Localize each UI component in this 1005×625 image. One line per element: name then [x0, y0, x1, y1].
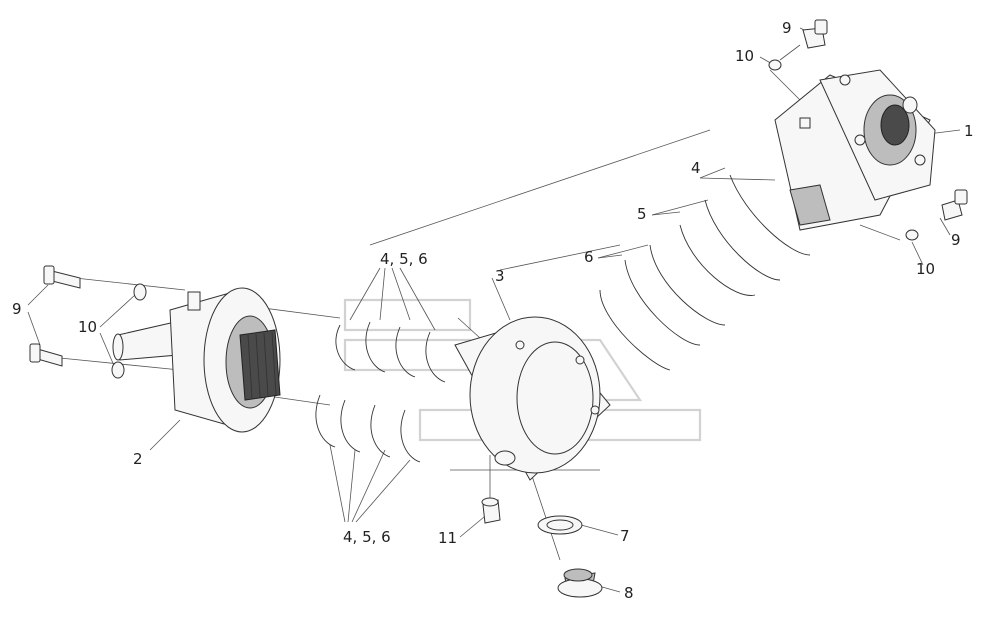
callout-10-top: 10: [735, 47, 754, 65]
callout-11: 11: [438, 529, 457, 547]
callout-9-right: 9: [951, 231, 961, 249]
callout-2: 2: [133, 450, 143, 468]
right-gear-housing: [774, 69, 936, 231]
callout-7: 7: [620, 527, 630, 545]
callout-labels: 1 2 3 4 5 6 4, 5, 6 4, 5, 6 7 8 9 9 9 10…: [12, 19, 974, 602]
left-shim-stack: [315, 321, 446, 463]
left-fasteners: [29, 265, 147, 379]
callout-9-left: 9: [12, 300, 22, 318]
callout-1: 1: [964, 122, 974, 140]
callout-9-top: 9: [782, 19, 792, 37]
callout-6: 6: [584, 248, 594, 266]
callout-4-5-6-upper: 4, 5, 6: [380, 250, 428, 268]
left-flange-assembly: [112, 287, 281, 433]
bottom-parts: [481, 497, 603, 598]
callout-8: 8: [624, 584, 634, 602]
central-housing: [454, 316, 611, 481]
right-shim-rings: [599, 174, 811, 371]
callout-4-5-6-lower: 4, 5, 6: [343, 528, 391, 546]
callout-4: 4: [691, 159, 701, 177]
right-fasteners: [768, 19, 968, 241]
callout-10-left: 10: [78, 318, 97, 336]
leader-lines: [27, 27, 961, 593]
callout-5: 5: [637, 205, 647, 223]
callout-10-right: 10: [916, 260, 935, 278]
callout-3: 3: [495, 267, 505, 285]
